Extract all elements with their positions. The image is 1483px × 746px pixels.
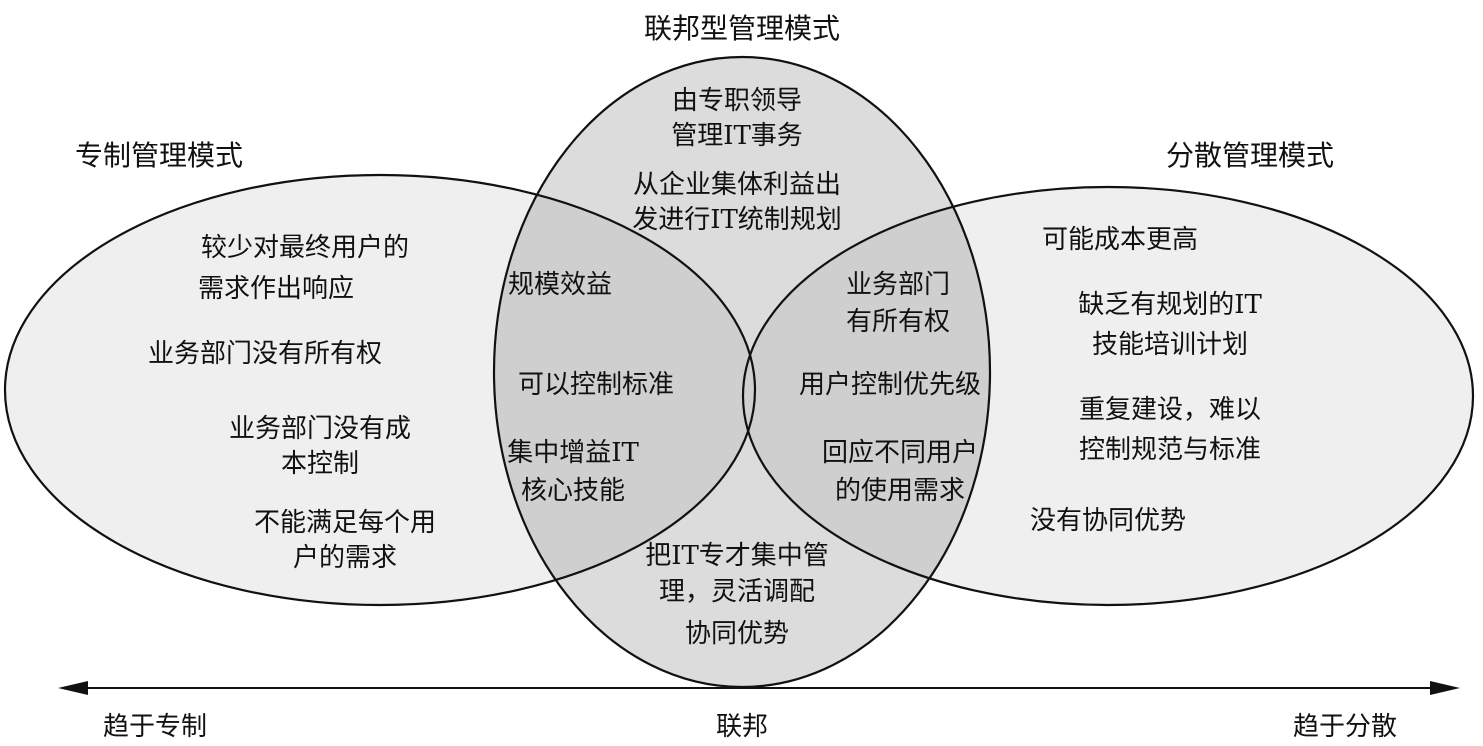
top-item-1-line-1: 由专职领导	[672, 86, 802, 116]
arrow-left-head	[58, 681, 88, 695]
right-item-3-line-1: 重复建设，难以	[1079, 395, 1261, 425]
federal-title: 联邦型管理模式	[644, 12, 840, 45]
left-center-item-3-line-1: 集中增益IT	[507, 438, 639, 468]
left-item-3-line-2: 本控制	[281, 449, 359, 479]
axis-right-label: 趋于分散	[1293, 712, 1397, 742]
autocratic-title: 专制管理模式	[75, 139, 243, 172]
left-item-1-line-2: 需求作出响应	[198, 274, 354, 304]
right-center-item-1-line-1: 业务部门	[846, 270, 950, 300]
right-item-2-line-2: 技能培训计划	[1092, 330, 1248, 360]
left-overlap-fill	[494, 175, 755, 605]
decentralized-ellipse	[741, 185, 1475, 607]
left-item-3-line-1: 业务部门没有成	[229, 414, 411, 444]
spectrum-arrow	[58, 681, 1460, 695]
bottom-item-1-line-2: 理，灵活调配	[659, 577, 815, 607]
left-center-item-2: 可以控制标准	[518, 370, 674, 400]
left-item-4-line-1: 不能满足每个用	[254, 508, 436, 538]
right-center-item-1-line-2: 有所有权	[846, 307, 950, 337]
left-item-2: 业务部门没有所有权	[148, 339, 382, 369]
right-item-3-line-2: 控制规范与标准	[1079, 435, 1261, 465]
top-item-2-line-2: 发进行IT统制规划	[632, 205, 842, 235]
left-item-1-line-1: 较少对最终用户的	[201, 233, 409, 263]
top-item-1-line-2: 管理IT事务	[671, 121, 803, 151]
right-item-4: 没有协同优势	[1030, 506, 1186, 536]
right-center-item-3-line-1: 回应不同用户	[822, 438, 978, 468]
left-item-4-line-2: 户的需求	[293, 543, 397, 573]
left-center-item-1: 规模效益	[508, 270, 612, 300]
right-overlap-fill	[743, 187, 990, 605]
right-item-1: 可能成本更高	[1042, 225, 1198, 255]
right-center-item-2: 用户控制优先级	[799, 370, 981, 400]
right-item-2-line-1: 缺乏有规划的IT	[1078, 290, 1262, 320]
decentralized-title: 分散管理模式	[1166, 139, 1334, 172]
bottom-item-1-line-1: 把IT专才集中管	[645, 541, 829, 571]
right-center-item-3-line-2: 的使用需求	[835, 476, 965, 506]
bottom-item-2: 协同优势	[685, 619, 789, 649]
axis-left-label: 趋于专制	[103, 712, 207, 742]
axis-center-label: 联邦	[716, 712, 768, 742]
autocratic-ellipse	[3, 173, 757, 607]
arrow-right-head	[1430, 681, 1460, 695]
left-center-item-3-line-2: 核心技能	[521, 476, 625, 506]
top-item-2-line-1: 从企业集体利益出	[633, 170, 841, 200]
